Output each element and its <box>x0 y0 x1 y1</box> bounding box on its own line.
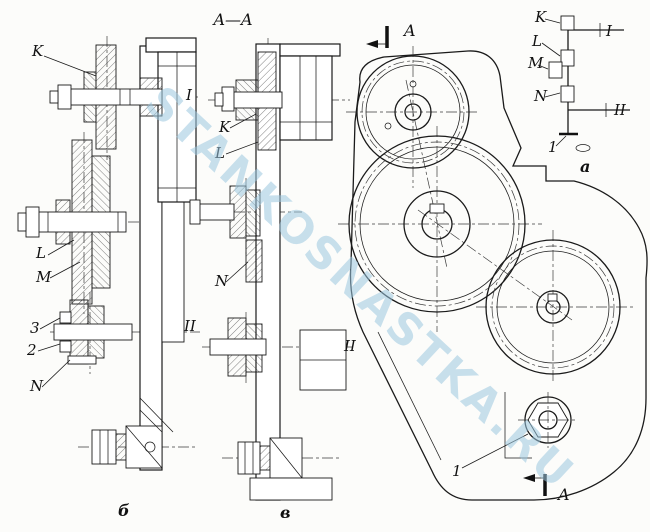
schematic-callout-1: 1 <box>548 138 558 156</box>
intermediate-gear <box>348 135 526 313</box>
view-v-shaft-top-assembly <box>214 51 283 151</box>
foundation-bolt <box>518 392 578 448</box>
section-title: A—A <box>211 10 252 29</box>
view-a-drawing: A A 1 <box>338 21 648 504</box>
view-v-caption: в <box>280 503 291 522</box>
view-v-shaft-two-label: II <box>343 337 357 355</box>
view-v-middle-gear-assembly <box>189 185 263 283</box>
schematic-gear-l <box>560 49 575 67</box>
section-letter-bottom: A <box>556 485 570 504</box>
view-b-callout-k: K <box>31 42 44 60</box>
view-v-lower-gear-assembly <box>209 317 347 391</box>
view-v-drawing: K L N II в <box>189 38 357 522</box>
view-b-shaft-one-label: I <box>185 86 193 104</box>
view-v-callout-k: K <box>218 118 231 136</box>
view-b-callout-2: 2 <box>26 341 37 359</box>
view-b-shaft-one-assembly <box>49 44 163 150</box>
kinematic-schematic: K L M N I II 1 а <box>527 8 630 176</box>
section-arrowhead-top <box>366 40 378 48</box>
schematic-callout-m: M <box>527 54 544 72</box>
output-gear <box>485 239 621 375</box>
view-b-callout-l: L <box>35 244 46 262</box>
section-arrow-top: A <box>366 21 416 48</box>
view-b-lower-gear-assembly <box>53 299 133 365</box>
view-b-caption: б <box>118 501 130 520</box>
view-v-pulley <box>279 43 341 141</box>
view-b-drawing: K I L M 3 2 N II б <box>17 36 200 520</box>
view-a-callout-1: 1 <box>452 462 462 480</box>
view-v-bottom-bolt <box>237 437 333 501</box>
top-gear <box>356 55 470 169</box>
view-a-caption: а <box>580 157 590 176</box>
view-v-callout-n: N <box>214 272 229 290</box>
schematic-shaft-two-label: II <box>613 101 627 119</box>
schematic-callout-k: K <box>534 8 547 26</box>
schematic-callout-l: L <box>531 32 542 50</box>
schematic-callout-n: N <box>533 87 548 105</box>
view-b-bottom-bolt <box>91 425 163 469</box>
schematic-shaft-one-label: I <box>605 22 613 40</box>
view-b-shaft-two-label: II <box>183 317 197 335</box>
section-arrowhead-bottom <box>523 474 535 482</box>
view-b-callout-3: 3 <box>30 319 40 337</box>
view-b-middle-gear-assembly <box>17 139 127 305</box>
view-b-callout-n: N <box>29 377 44 395</box>
schematic-gear-n <box>560 85 575 103</box>
view-b-pulley <box>145 37 197 203</box>
section-letter-top: A <box>402 21 416 40</box>
view-b-callout-m: M <box>35 268 52 286</box>
gearbox-housing <box>349 50 648 501</box>
schematic-gear-m <box>548 61 563 79</box>
view-v-callout-l: L <box>214 144 225 162</box>
schematic-gear-k <box>560 15 575 31</box>
section-arrow-bottom: A <box>523 474 570 504</box>
